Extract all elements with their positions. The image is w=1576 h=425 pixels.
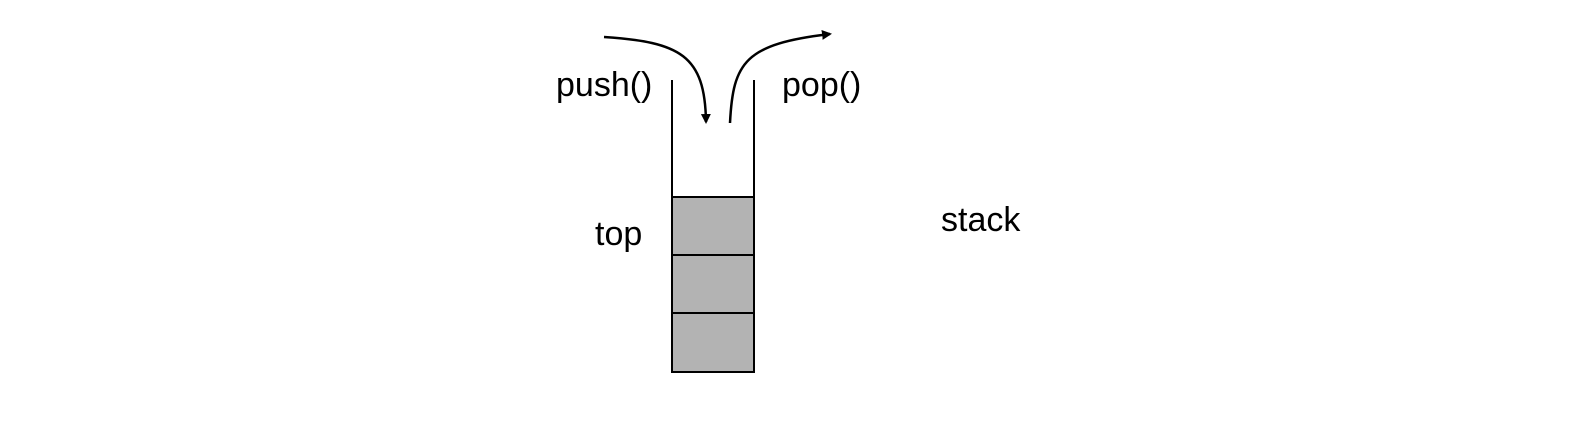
stack-elements: [671, 196, 755, 373]
stack-label: stack: [941, 201, 1021, 239]
stack-element-top: [671, 196, 755, 256]
push-label: push(): [556, 66, 652, 104]
pop-label: pop(): [782, 66, 861, 104]
pop-arrow: [728, 29, 832, 124]
stack-element-bottom: [671, 312, 755, 373]
stack-element-middle: [671, 254, 755, 314]
push-arrow: [603, 35, 711, 124]
top-label: top: [595, 215, 642, 253]
